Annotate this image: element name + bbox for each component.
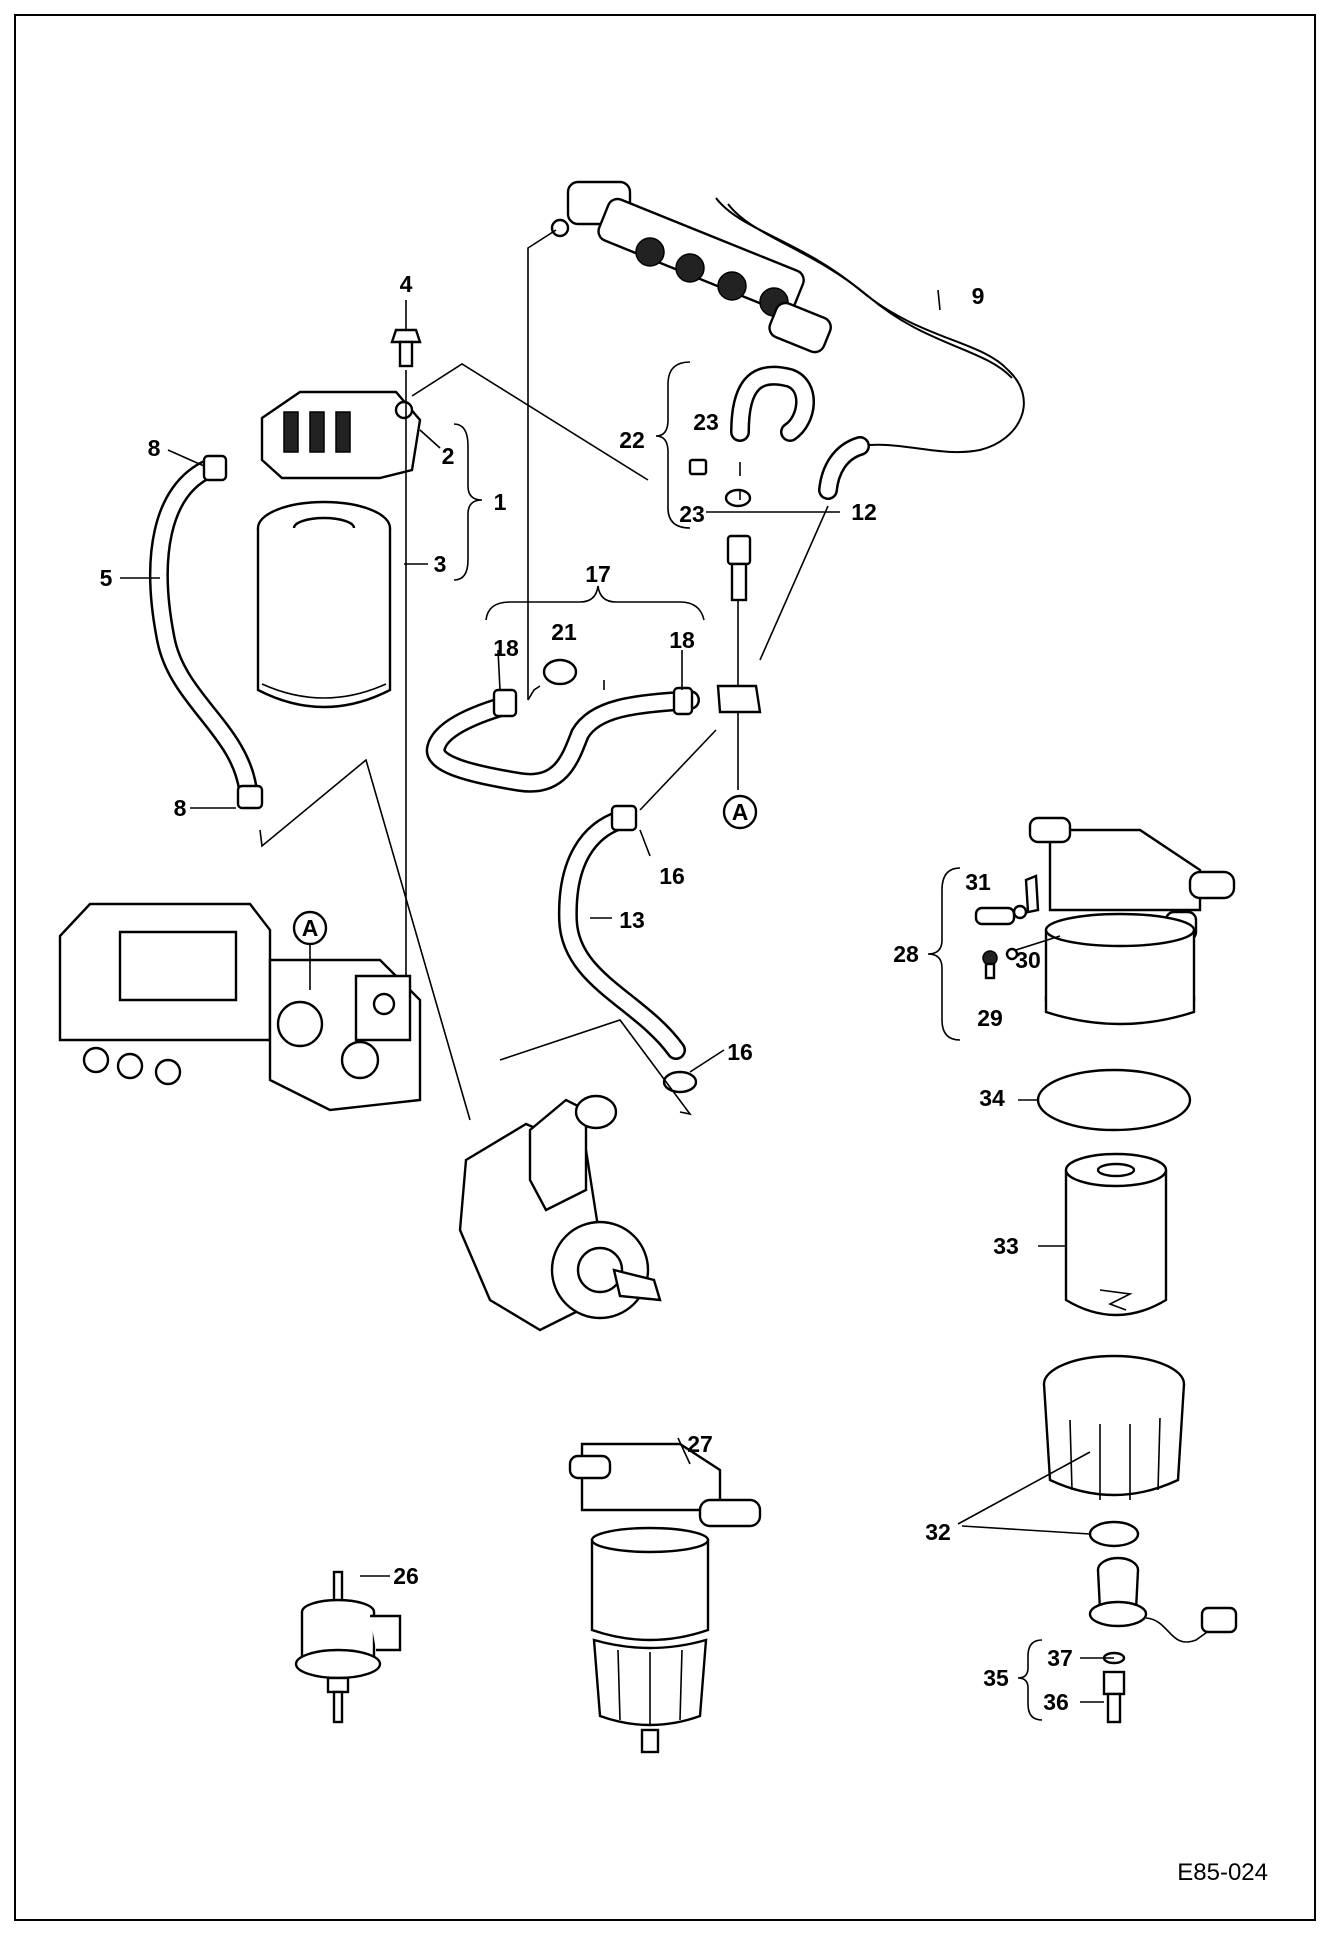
callout-23-top: 23 [693, 409, 719, 435]
leader-lines [120, 289, 1114, 1721]
callout-12: 12 [851, 499, 877, 525]
reference-marker-a-left-text: A [302, 915, 319, 941]
callout-30: 30 [1015, 947, 1041, 973]
bolt [390, 328, 422, 368]
callout-32: 32 [925, 1519, 951, 1545]
callout-13: 13 [619, 907, 645, 933]
filter-element-33 [1064, 1152, 1168, 1317]
callout-37: 37 [1047, 1645, 1073, 1671]
callout-16-bottom: 16 [727, 1039, 753, 1065]
filter-bowl-32 [1042, 1354, 1186, 1548]
callout-22: 22 [619, 427, 645, 453]
water-sensor-35 [1088, 1556, 1238, 1724]
callout-21: 21 [551, 619, 577, 645]
filter-head-28 [1028, 816, 1236, 1026]
drawing-frame [14, 14, 1316, 1921]
fuel-rail [550, 180, 832, 354]
callout-8-bottom: 8 [174, 795, 187, 821]
callout-27: 27 [687, 1431, 713, 1457]
reference-marker-a-right-text: A [732, 799, 749, 825]
feed-pump [294, 1570, 402, 1724]
drawing-code: E85-024 [1177, 1859, 1268, 1886]
callout-18-left: 18 [493, 635, 519, 661]
callout-33: 33 [993, 1233, 1019, 1259]
filter-assembly-1 [256, 390, 422, 709]
bleed-screw-parts [974, 874, 1040, 980]
callout-29: 29 [977, 1005, 1003, 1031]
callout-36: 36 [1043, 1689, 1069, 1715]
engine-bracket [58, 902, 422, 1112]
callout-1: 1 [494, 489, 507, 515]
callout-2: 2 [442, 443, 455, 469]
callout-17: 17 [585, 561, 611, 587]
callout-16-top: 16 [659, 863, 685, 889]
callout-26: 26 [393, 1563, 419, 1589]
callout-9: 9 [972, 283, 985, 309]
callout-35: 35 [983, 1665, 1009, 1691]
callout-3: 3 [434, 551, 447, 577]
callout-4: 4 [400, 271, 413, 297]
callout-23-bottom: 23 [679, 501, 705, 527]
water-separator-27 [568, 1442, 762, 1754]
callout-28: 28 [893, 941, 919, 967]
callout-5: 5 [100, 565, 113, 591]
callout-8-top: 8 [148, 435, 161, 461]
callout-18-right: 18 [669, 627, 695, 653]
callout-labels: 4 2 1 3 8 5 8 9 22 23 23 12 17 21 18 18 … [100, 271, 1073, 1715]
callout-34: 34 [979, 1085, 1005, 1111]
callout-31: 31 [965, 869, 991, 895]
o-ring-34 [1036, 1068, 1192, 1132]
reference-marker-a-right [722, 794, 758, 830]
injection-pump [458, 1094, 662, 1332]
